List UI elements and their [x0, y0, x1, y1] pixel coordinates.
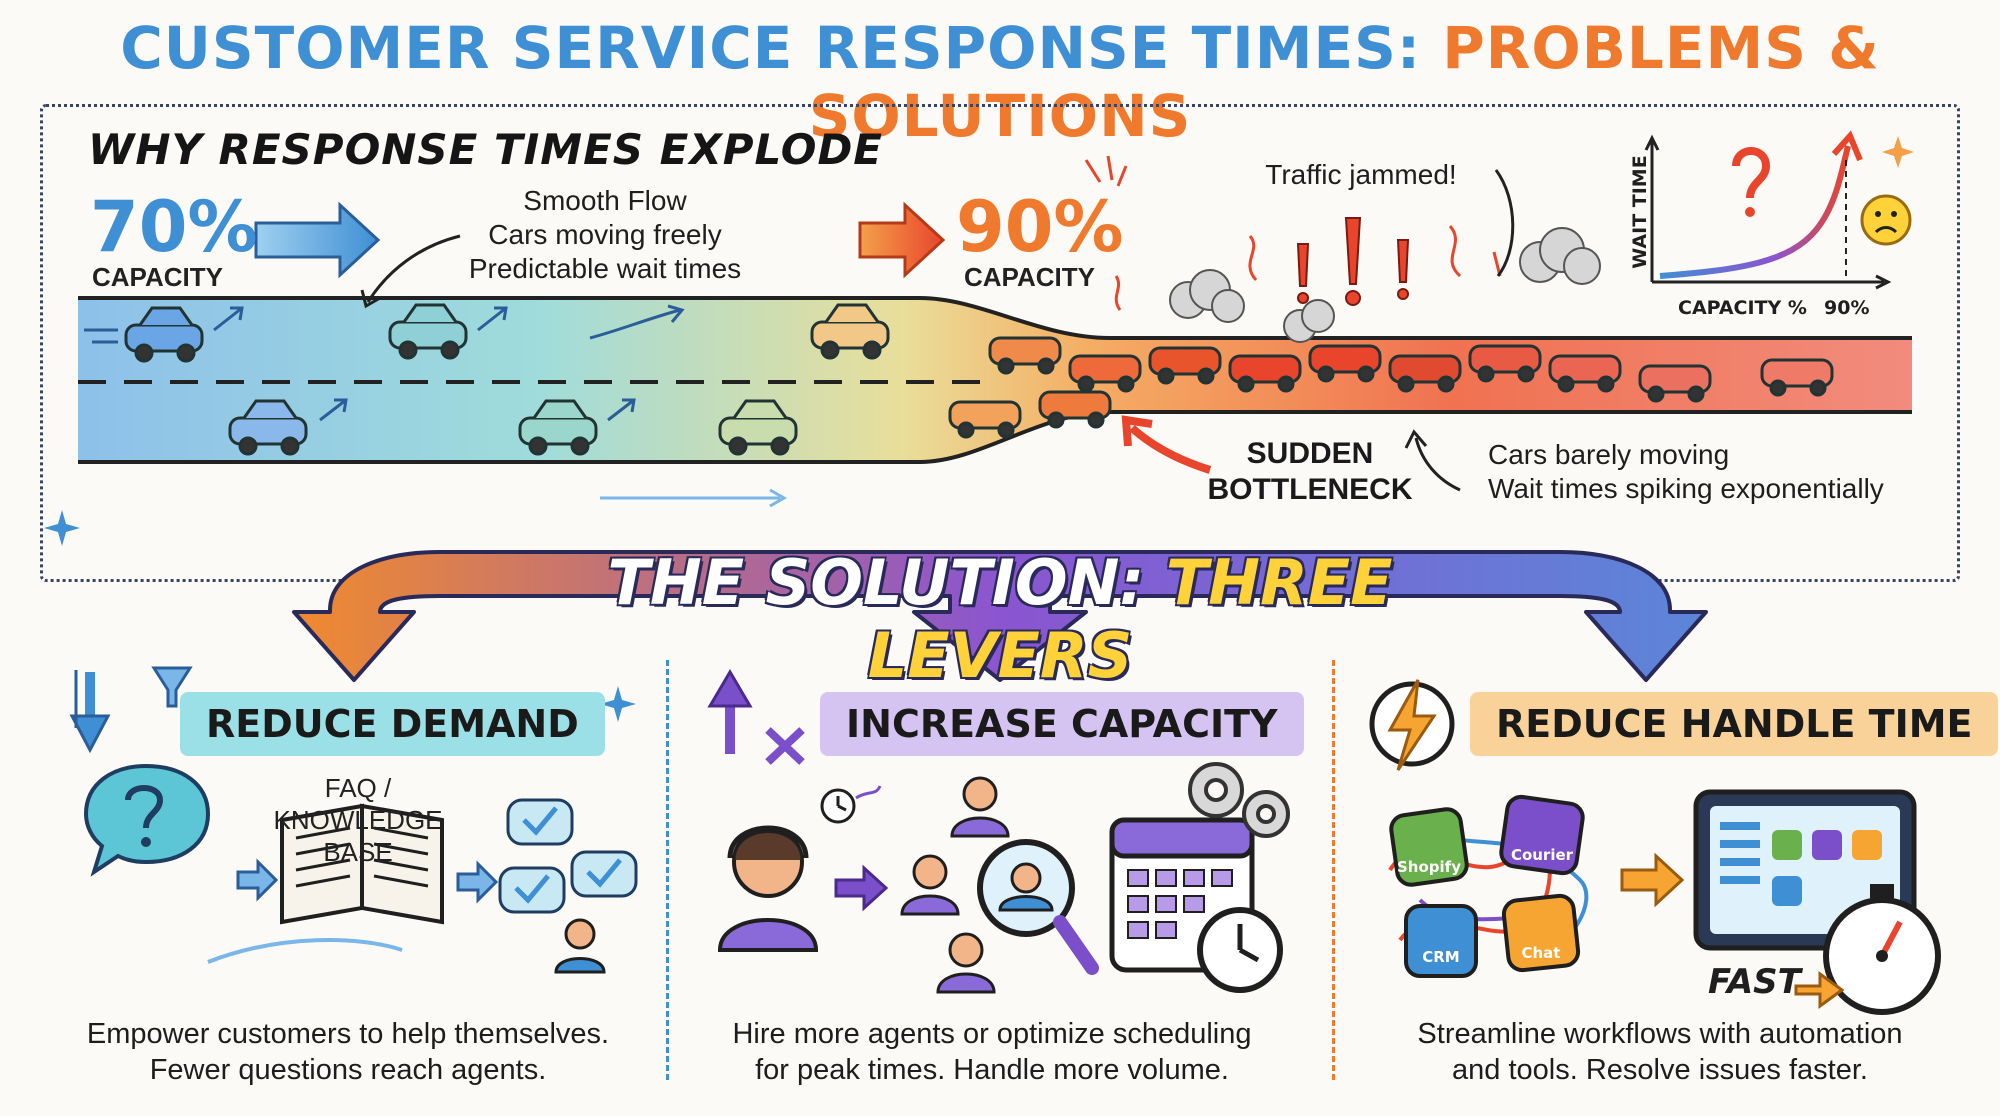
- smoke-cloud: [1169, 227, 1601, 343]
- tool-courier: Courier: [1499, 794, 1585, 876]
- car: [228, 399, 308, 456]
- stress-marks: [1084, 155, 1502, 311]
- worried-face-icon: [1860, 194, 1912, 246]
- tool-shopify: Shopify: [1389, 807, 1469, 887]
- bottleneck-line: SUDDEN: [1246, 437, 1374, 470]
- traffic-jam: [948, 336, 1834, 439]
- lever-description-reduce-demand: Empower customers to help themselves. Fe…: [68, 1016, 628, 1088]
- increase-arrow-icon: [707, 669, 805, 765]
- note-line: Smooth Flow: [523, 185, 687, 216]
- agent-icon: [554, 918, 606, 974]
- faq-knowledge-base-label: FAQ / KNOWLEDGE BASE: [258, 772, 458, 868]
- svg-text:CRM: CRM: [1422, 948, 1460, 966]
- alarm-icon: [1296, 217, 1410, 306]
- pointer-arrow: [1414, 437, 1461, 492]
- chart-marker-label: 90%: [1824, 297, 1869, 319]
- svg-text:Shopify: Shopify: [1397, 858, 1461, 876]
- question-mark-icon: [1732, 147, 1771, 217]
- sudden-bottleneck-label: SUDDEN BOTTLENECK: [1200, 436, 1420, 508]
- car: [124, 306, 204, 363]
- team-agents-icon: [900, 776, 1010, 994]
- page-title: CUSTOMER SERVICE RESPONSE TIMES: PROBLEM…: [0, 14, 2000, 150]
- arrow-right-icon: [1620, 852, 1685, 908]
- chat-checkmark-icon: [498, 798, 638, 914]
- note-line: Wait times spiking exponentially: [1488, 473, 1884, 504]
- lever-title-increase-capacity: INCREASE CAPACITY: [820, 692, 1304, 756]
- capacity-90-value: 90%: [956, 186, 1124, 268]
- faq-label-line: KNOWLEDGE BASE: [273, 805, 443, 867]
- solution-title-plain: THE SOLUTION:: [607, 546, 1145, 619]
- lever-description-increase-capacity: Hire more agents or optimize scheduling …: [712, 1016, 1272, 1088]
- title-part-problem: CUSTOMER SERVICE RESPONSE TIMES:: [120, 14, 1422, 82]
- car: [810, 303, 890, 360]
- question-bubble-icon: [83, 763, 211, 877]
- sparkle-icon: [44, 136, 1914, 722]
- pointer-arrow: [366, 234, 461, 303]
- column-divider: [1332, 660, 1335, 1080]
- note-line: Predictable wait times: [468, 253, 742, 284]
- winged-clock-icon: [820, 785, 882, 824]
- description-line: for peak times. Handle more volume.: [755, 1054, 1229, 1086]
- agent-headset-icon: [717, 825, 819, 952]
- flow-arrow-low: [254, 201, 381, 279]
- solution-title: THE SOLUTION: THREE LEVERS: [520, 546, 1480, 692]
- description-line: Empower customers to help themselves.: [86, 1018, 610, 1050]
- flow-arrow-high: [858, 201, 946, 279]
- arrow-right-icon: [834, 864, 889, 912]
- fast-label: FAST: [1708, 962, 1801, 1002]
- faq-label-line: FAQ /: [324, 773, 392, 803]
- note-line: Cars moving freely: [488, 219, 722, 250]
- clock-icon: [1197, 907, 1283, 993]
- title-part-solution: PROBLEMS & SOLUTIONS: [808, 14, 1880, 150]
- chart-y-label: WAIT TIME: [1629, 155, 1651, 268]
- bottleneck-arrow: [1121, 415, 1212, 474]
- fast-arrow-icon: [1794, 971, 1845, 1009]
- car: [518, 399, 598, 456]
- svg-text:Chat: Chat: [1522, 944, 1561, 962]
- lightning-clock-icon: [1369, 679, 1455, 771]
- tool-crm: CRM: [1404, 904, 1478, 978]
- solution-title-highlight: THREE LEVERS: [867, 546, 1393, 692]
- solution-split-arrow: [292, 550, 1708, 682]
- car: [718, 399, 798, 456]
- bottleneck-line: BOTTLENECK: [1207, 473, 1413, 506]
- lever-description-reduce-handle-time: Streamline workflows with automation and…: [1380, 1016, 1940, 1088]
- smooth-flow-notes: Smooth Flow Cars moving freely Predictab…: [440, 184, 770, 286]
- stopwatch-icon: [1823, 884, 1941, 1015]
- chart-x-label: CAPACITY %: [1678, 297, 1807, 319]
- capacity-70-label: CAPACITY: [92, 262, 223, 292]
- knowledge-base-book-icon: [280, 803, 444, 925]
- motion-lines: [84, 304, 685, 422]
- lever-title-reduce-demand: REDUCE DEMAND: [180, 692, 605, 756]
- tool-chat: Chat: [1501, 893, 1581, 973]
- lever-title-reduce-handle-time: REDUCE HANDLE TIME: [1470, 692, 1999, 756]
- flow-curve: [207, 938, 403, 964]
- description-line: Hire more agents or optimize scheduling: [732, 1018, 1252, 1050]
- problem-heading: WHY RESPONSE TIMES EXPLODE: [88, 125, 884, 174]
- car: [388, 303, 468, 360]
- description-line: Streamline workflows with automation: [1417, 1018, 1903, 1050]
- column-divider: [666, 660, 669, 1080]
- wait-time-chart: WAIT TIME CAPACITY % 90%: [1629, 130, 1912, 319]
- capacity-70-value: 70%: [90, 186, 258, 268]
- svg-text:Courier: Courier: [1511, 846, 1574, 864]
- slow-traffic-notes: Cars barely moving Wait times spiking ex…: [1488, 438, 1948, 506]
- note-line: Cars barely moving: [1488, 439, 1730, 470]
- description-line: Fewer questions reach agents.: [149, 1054, 547, 1086]
- capacity-90-label: CAPACITY: [964, 262, 1095, 292]
- arrow-right-icon: [236, 858, 499, 904]
- magnifier-icon: [977, 839, 1099, 975]
- traffic-jammed-note: Traffic jammed!: [1265, 159, 1457, 190]
- description-line: and tools. Resolve issues faster.: [1452, 1054, 1868, 1086]
- gear-icon: [1188, 762, 1290, 838]
- reduce-demand-icon: [69, 666, 193, 754]
